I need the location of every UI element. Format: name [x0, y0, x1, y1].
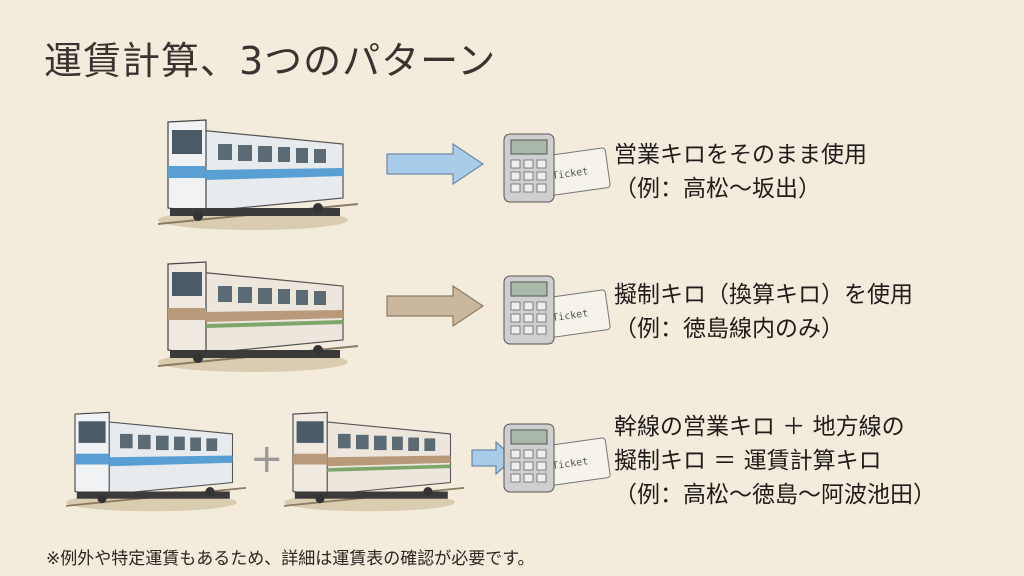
- desc-line: （例：徳島線内のみ）: [614, 316, 844, 342]
- ticket-label: Ticket: [552, 308, 589, 324]
- pattern-description: 幹線の営業キロ ＋ 地方線の 擬制キロ ＝ 運賃計算キロ （例：高松〜徳島〜阿波…: [614, 410, 936, 512]
- pattern-description: 営業キロをそのまま使用 （例：高松〜坂出）: [614, 138, 867, 206]
- train-illustration-blue: [66, 411, 246, 512]
- ticket-label: Ticket: [552, 166, 589, 182]
- footnote: ※例外や特定運賃もあるため、詳細は運賃表の確認が必要です。: [46, 549, 535, 569]
- calculator-ticket-icon: Ticket: [503, 133, 611, 203]
- right-arrow-icon: [386, 142, 485, 186]
- train-illustration-beige: [158, 261, 358, 372]
- right-arrow-icon: [386, 284, 485, 328]
- ticket-label: Ticket: [552, 456, 589, 472]
- page-title: 運賃計算、3つのパターン: [44, 39, 497, 83]
- calculator-ticket-icon: Ticket: [503, 423, 611, 493]
- desc-line: （例：高松〜徳島〜阿波池田）: [614, 482, 936, 508]
- arrow-shape: [386, 142, 485, 186]
- desc-line: 営業キロをそのまま使用: [614, 142, 867, 168]
- train-illustration-beige: [284, 411, 464, 512]
- desc-line: 擬制キロ（換算キロ）を使用: [614, 282, 913, 308]
- desc-line: 擬制キロ ＝ 運賃計算キロ: [614, 448, 882, 474]
- pattern-description: 擬制キロ（換算キロ）を使用 （例：徳島線内のみ）: [614, 278, 913, 346]
- calculator-ticket-icon: Ticket: [503, 275, 611, 345]
- train-illustration-blue: [158, 119, 358, 230]
- desc-line: 幹線の営業キロ ＋ 地方線の: [614, 414, 905, 440]
- desc-line: （例：高松〜坂出）: [614, 176, 821, 202]
- plus-sign: +: [250, 436, 284, 482]
